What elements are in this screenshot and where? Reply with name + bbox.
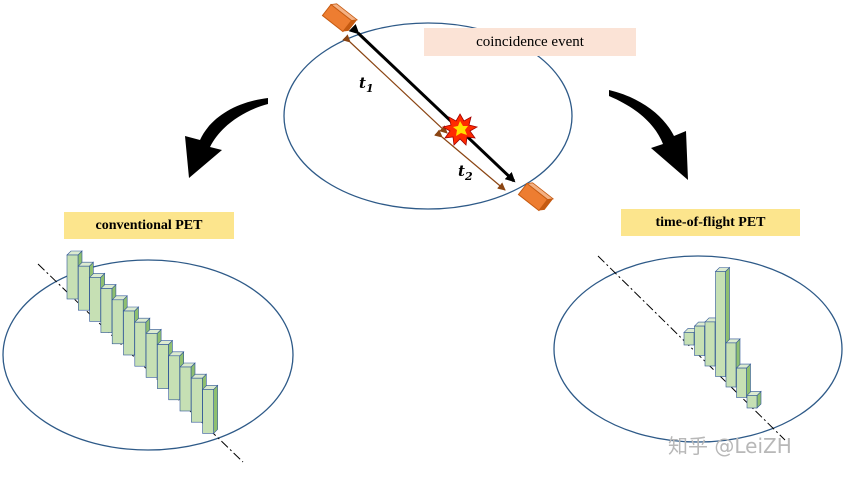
t2-label: t2 [458, 162, 473, 183]
t1-label: t1 [359, 74, 374, 95]
watermark: 知乎 @LeiZH [668, 434, 792, 458]
conventional-ellipse [2, 259, 294, 451]
tof-histogram [683, 266, 762, 409]
t2-arrow [434, 129, 506, 191]
coincidence-event-label: coincidence event [424, 28, 636, 56]
conventional-histogram [66, 250, 219, 435]
histogram-bar [735, 363, 752, 399]
histogram-bar [201, 384, 219, 435]
detector-bottom [517, 182, 555, 212]
annihilation-core [453, 121, 468, 136]
flow-arrow-left [185, 98, 268, 178]
flow-arrow-right [609, 90, 688, 180]
histogram-bar [746, 390, 762, 409]
tof-ellipse [553, 255, 843, 443]
top-ellipse [283, 22, 573, 210]
detector-top [321, 3, 359, 33]
tof-pet-label: time-of-flight PET [621, 209, 800, 236]
conventional-pet-label: conventional PET [64, 212, 234, 239]
tof-lor [597, 255, 786, 441]
t1-arrow [342, 34, 448, 134]
